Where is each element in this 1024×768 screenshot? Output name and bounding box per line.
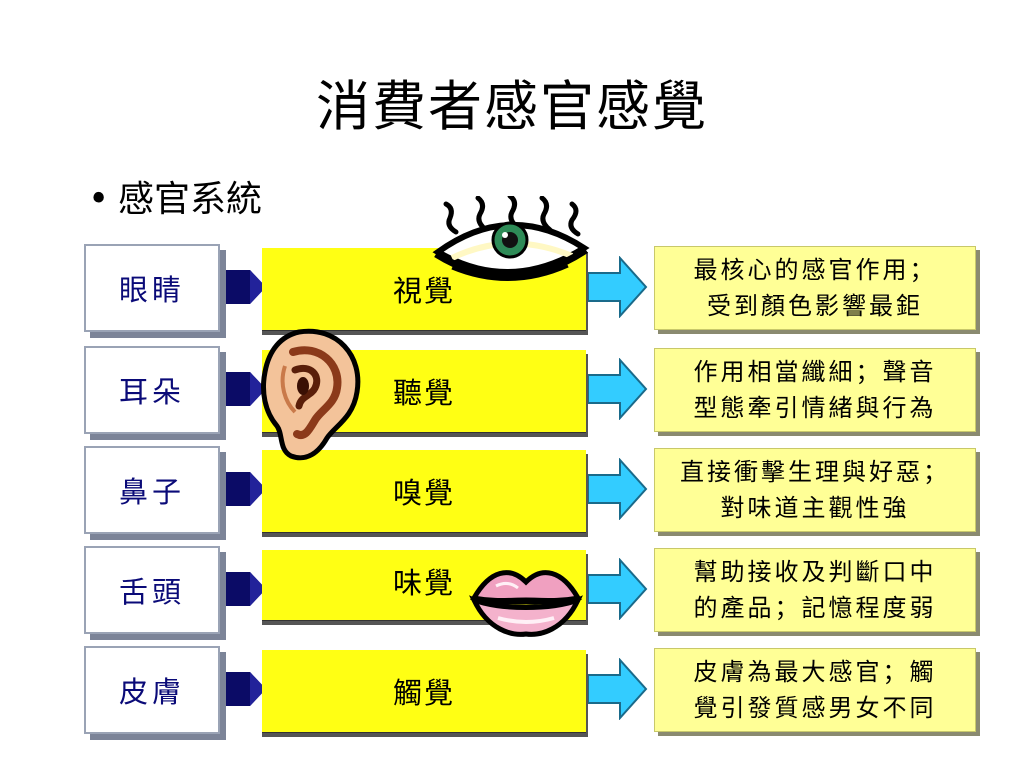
description-box: 皮膚為最大感官；觸 覺引發質感男女不同 bbox=[654, 648, 976, 732]
description-line: 型態牽引情緒與行為 bbox=[693, 394, 937, 422]
organ-box: 眼睛 bbox=[84, 244, 220, 332]
navy-chevron-arrow-icon bbox=[226, 472, 266, 506]
description-line: 的產品；記憶程度弱 bbox=[693, 594, 937, 622]
sense-bar: 嗅覺 bbox=[262, 450, 586, 533]
description-line: 皮膚為最大感官；觸 bbox=[693, 658, 937, 686]
description-box: 最核心的感官作用； 受到顏色影響最鉅 bbox=[654, 246, 976, 330]
cyan-block-arrow-icon bbox=[588, 658, 648, 720]
sense-row-smell: 鼻子 嗅覺 直接衝擊生理與好惡； 對味道主觀性強 bbox=[0, 446, 1024, 536]
sense-label: 聽覺 bbox=[392, 376, 455, 410]
bullet-text: 感官系統 bbox=[118, 179, 263, 220]
organ-label: 耳朵 bbox=[118, 375, 185, 409]
description-line: 直接衝擊生理與好惡； bbox=[680, 458, 950, 486]
organ-label: 舌頭 bbox=[118, 575, 185, 609]
description-line: 覺引發質感男女不同 bbox=[693, 694, 937, 722]
sense-label: 嗅覺 bbox=[392, 476, 455, 510]
eye-clipart-icon bbox=[432, 196, 590, 281]
organ-box: 皮膚 bbox=[84, 646, 220, 734]
bullet-mark: • bbox=[88, 179, 110, 220]
cyan-block-arrow-icon bbox=[588, 458, 648, 520]
navy-chevron-arrow-icon bbox=[226, 372, 266, 406]
organ-label: 皮膚 bbox=[118, 675, 185, 709]
cyan-block-arrow-icon bbox=[588, 358, 648, 420]
organ-box: 耳朵 bbox=[84, 346, 220, 434]
sense-row-touch: 皮膚 觸覺 皮膚為最大感官；觸 覺引發質感男女不同 bbox=[0, 646, 1024, 736]
sense-label: 觸覺 bbox=[392, 676, 455, 710]
description-box: 直接衝擊生理與好惡； 對味道主觀性強 bbox=[654, 448, 976, 532]
cyan-block-arrow-icon bbox=[588, 256, 648, 318]
navy-chevron-arrow-icon bbox=[226, 672, 266, 706]
description-line: 對味道主觀性強 bbox=[720, 494, 910, 522]
description-line: 受到顏色影響最鉅 bbox=[707, 292, 923, 320]
organ-label: 鼻子 bbox=[118, 475, 185, 509]
organ-label: 眼睛 bbox=[118, 273, 185, 307]
bullet-item: •感官系統 bbox=[88, 170, 262, 222]
sense-bar: 觸覺 bbox=[262, 650, 586, 733]
sense-label: 味覺 bbox=[392, 566, 455, 600]
navy-chevron-arrow-icon bbox=[226, 572, 266, 606]
sense-row-hearing: 耳朵 聽覺 作用相當纖細；聲音 型態牽引情緒與行為 bbox=[0, 346, 1024, 436]
description-line: 最核心的感官作用； bbox=[693, 256, 937, 284]
description-box: 幫助接收及判斷口中 的產品；記憶程度弱 bbox=[654, 548, 976, 632]
description-line: 幫助接收及判斷口中 bbox=[693, 558, 937, 586]
sense-row-sight: 眼睛 視覺 最核心的感官作用； 受到顏色影響最鉅 bbox=[0, 244, 1024, 334]
description-line: 作用相當纖細；聲音 bbox=[693, 358, 937, 386]
organ-box: 鼻子 bbox=[84, 446, 220, 534]
navy-chevron-arrow-icon bbox=[226, 270, 266, 304]
description-box: 作用相當纖細；聲音 型態牽引情緒與行為 bbox=[654, 348, 976, 432]
ear-clipart-icon bbox=[261, 328, 361, 461]
lips-clipart-icon bbox=[469, 570, 583, 637]
sense-label: 視覺 bbox=[392, 274, 455, 308]
organ-box: 舌頭 bbox=[84, 546, 220, 634]
slide-title: 消費者感官感覺 bbox=[316, 75, 708, 138]
cyan-block-arrow-icon bbox=[588, 558, 648, 620]
